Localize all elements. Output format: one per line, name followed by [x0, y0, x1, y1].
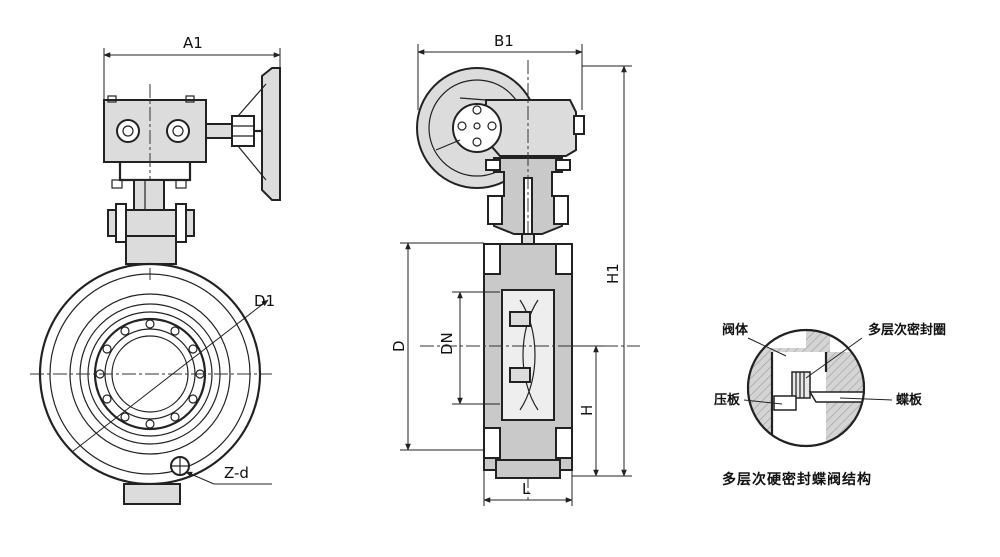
detail-label-clamp-plate: 压板 — [714, 392, 741, 408]
side-hub — [452, 103, 502, 153]
dim-d1-label: D1 — [254, 292, 275, 310]
bottom-cap — [495, 459, 561, 479]
dim-b1-label: B1 — [494, 32, 514, 50]
dim-a1-label: A1 — [183, 34, 203, 52]
bottom-boss — [123, 483, 181, 505]
side-view: B1 — [390, 32, 640, 506]
dim-dn-label: DN — [438, 332, 456, 355]
dim-zd-label: Z-d — [224, 464, 249, 482]
detail-label-body: 阀体 — [722, 322, 749, 338]
seal-detail-view: 阀体 多层次密封圈 压板 蝶板 多层次硬密封蝶阀结构 — [714, 322, 946, 488]
detail-label-disc: 蝶板 — [896, 392, 923, 408]
dim-h1-label: H1 — [604, 263, 622, 284]
front-view: A1 — [30, 34, 281, 505]
yoke — [493, 157, 563, 235]
detail-caption: 多层次硬密封蝶阀结构 — [722, 471, 872, 488]
dim-l-label: L — [522, 480, 531, 498]
dim-h-label: H — [578, 405, 596, 416]
coupling-nut — [231, 115, 255, 147]
detail-label-seal-ring: 多层次密封圈 — [868, 322, 946, 338]
dim-d-label: D — [390, 340, 408, 352]
handwheel — [261, 67, 281, 201]
